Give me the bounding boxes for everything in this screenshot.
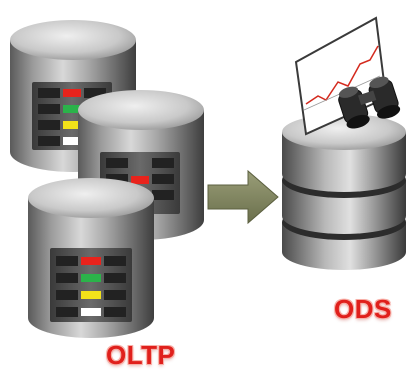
oltp-label: OLTP — [106, 340, 176, 370]
ods-label: ODS — [334, 294, 392, 324]
binoculars-icon — [338, 76, 401, 129]
oltp-server-front — [28, 178, 154, 338]
right-arrow-icon — [207, 169, 279, 225]
ods-database-stack — [282, 114, 406, 270]
